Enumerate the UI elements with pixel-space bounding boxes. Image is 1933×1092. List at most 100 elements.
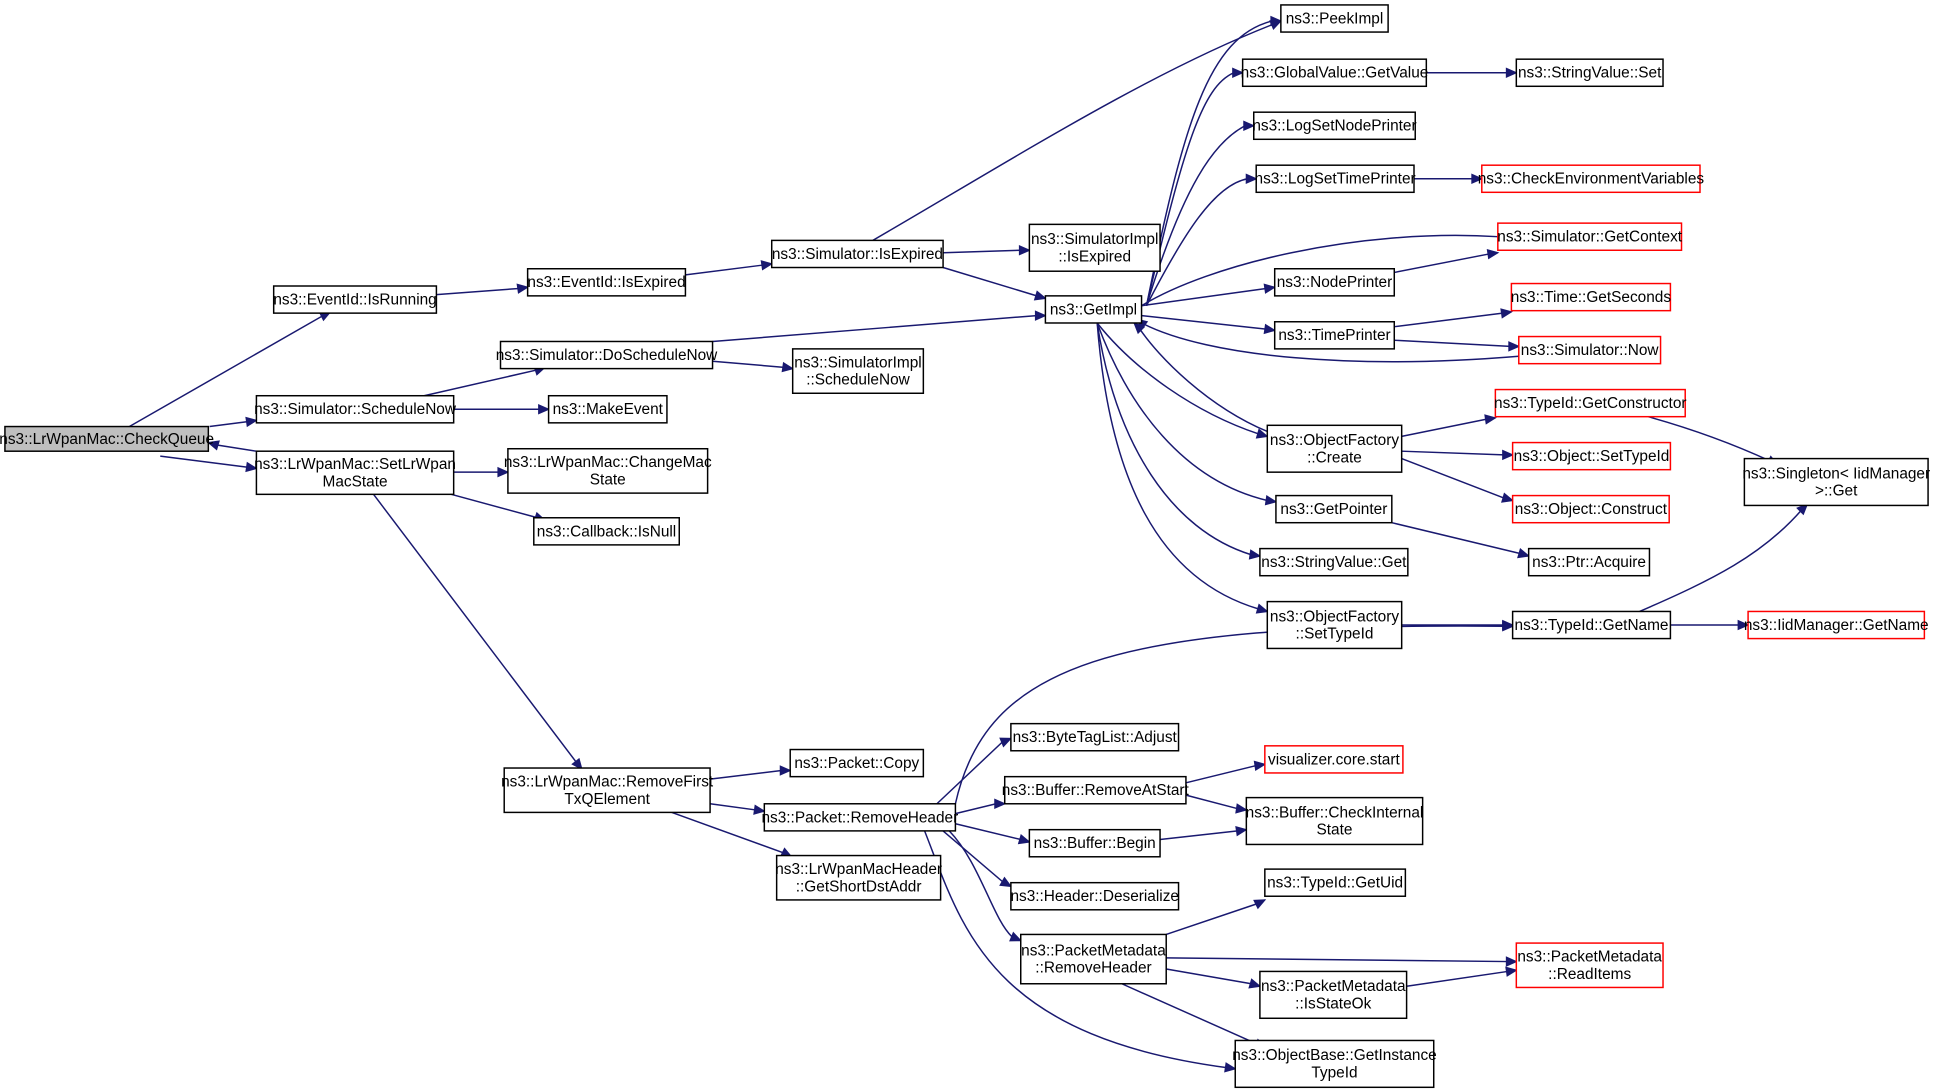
node-objectfactory-settypeid[interactable]: ns3::ObjectFactory::SetTypeId — [1266, 600, 1403, 650]
node-checkqueue[interactable]: ns3::LrWpanMac::CheckQueue — [0, 425, 214, 452]
node-label: ns3::PacketMetadata — [1517, 949, 1662, 966]
node-timeprinter[interactable]: ns3::TimePrinter — [1273, 321, 1396, 350]
node-singleton-get[interactable]: ns3::Singleton< IidManager >::Get — [1742, 457, 1930, 507]
edge-line — [1141, 286, 1275, 307]
node-bytetaglist-adjust[interactable]: ns3::ByteTagList::Adjust — [1010, 722, 1180, 752]
node-box — [255, 394, 455, 424]
node-label: ns3::Simulator::IsExpired — [772, 246, 943, 263]
node-getshortdstaddr[interactable]: ns3::LrWpanMacHeader::GetShortDstAddr — [775, 854, 942, 901]
node-box — [1255, 164, 1415, 194]
node-stringvalue-get[interactable]: ns3::StringValue::Get — [1259, 547, 1409, 577]
node-getpointer[interactable]: ns3::GetPointer — [1275, 494, 1393, 524]
node-label: ns3::EventId::IsExpired — [527, 274, 685, 291]
node-typeid-getuid[interactable]: ns3::TypeId::GetUid — [1264, 868, 1407, 897]
node-simulator-isexpired[interactable]: ns3::Simulator::IsExpired — [770, 239, 944, 269]
node-impl-schedulenow[interactable]: ns3::SimulatorImpl::ScheduleNow — [791, 348, 925, 394]
node-nodeprinter[interactable]: ns3::NodePrinter — [1273, 268, 1396, 297]
node-label: ns3::LrWpanMac::CheckQueue — [0, 431, 214, 448]
arrowhead — [1033, 290, 1047, 301]
node-label: ns3::Time::GetSeconds — [1511, 289, 1672, 306]
edge — [372, 493, 583, 771]
node-box — [272, 285, 438, 314]
node-label: ns3::GetPointer — [1280, 501, 1387, 518]
arrowhead — [1517, 548, 1531, 559]
node-box — [1003, 775, 1187, 805]
node-logsetnodeprinter[interactable]: ns3::LogSetNodePrinter — [1252, 111, 1417, 141]
arrowhead — [245, 461, 258, 473]
node-makeevent[interactable]: ns3::MakeEvent — [547, 394, 668, 424]
edge — [1401, 619, 1515, 631]
node-packet-removeheader[interactable]: ns3::Packet::RemoveHeader — [761, 803, 958, 832]
edge-line — [942, 266, 1046, 300]
edge — [955, 798, 1007, 815]
node-packetmetadata-isstateok[interactable]: ns3::PacketMetadata::IsStateOk — [1259, 970, 1408, 1020]
node-packetmetadata-readitems[interactable]: ns3::PacketMetadata::ReadItems — [1515, 942, 1664, 989]
node-label: ns3::LogSetNodePrinter — [1252, 118, 1416, 135]
node-doschedulenow[interactable]: ns3::Simulator::DoScheduleNow — [496, 340, 718, 370]
node-simulator-now[interactable]: ns3::Simulator::Now — [1518, 335, 1662, 365]
node-label: ns3::Simulator::Now — [1521, 342, 1660, 359]
node-objectfactory-create[interactable]: ns3::ObjectFactory::Create — [1266, 424, 1403, 473]
node-eventid-isexpired[interactable]: ns3::EventId::IsExpired — [526, 268, 687, 297]
node-buffer-begin[interactable]: ns3::Buffer::Begin — [1028, 828, 1161, 858]
node-stringvalue-set[interactable]: ns3::StringValue::Set — [1515, 58, 1664, 88]
edge-line — [1145, 71, 1243, 306]
edge-line — [1406, 969, 1517, 987]
node-label: ns3::EventId::IsRunning — [273, 291, 436, 308]
node-box — [1273, 268, 1396, 297]
edge-line — [1121, 983, 1266, 1049]
arrowhead — [1018, 244, 1031, 256]
node-getimpl[interactable]: ns3::GetImpl — [1044, 295, 1143, 324]
node-label: ns3::LogSetTimePrinter — [1255, 171, 1416, 188]
node-visualizer-core-start[interactable]: visualizer.core.start — [1264, 745, 1404, 774]
node-label: ns3::Simulator::ScheduleNow — [254, 401, 457, 418]
node-label: ns3::StringValue::Set — [1518, 65, 1662, 82]
arrowhead — [1133, 321, 1146, 335]
node-buffer-removeatstart[interactable]: ns3::Buffer::RemoveAtStart — [1002, 775, 1190, 805]
edge — [1394, 308, 1513, 328]
edge — [1394, 339, 1521, 352]
arrowhead — [781, 361, 795, 373]
node-packetmetadata-removeheader[interactable]: ns3::PacketMetadata::RemoveHeader — [1020, 933, 1167, 985]
node-checkenvironmentvariables[interactable]: ns3::CheckEnvironmentVariables — [1478, 164, 1705, 194]
node-header-deserialize[interactable]: ns3::Header::Deserialize — [1010, 881, 1180, 911]
node-schedulenow[interactable]: ns3::Simulator::ScheduleNow — [254, 394, 457, 424]
node-impl-isexpired[interactable]: ns3::SimulatorImpl::IsExpired — [1028, 223, 1161, 272]
node-time-getseconds[interactable]: ns3::Time::GetSeconds — [1510, 282, 1672, 312]
node-box — [1264, 868, 1407, 897]
edge — [1096, 322, 1269, 439]
edge — [1670, 619, 1750, 631]
node-globalvalue-getvalue[interactable]: ns3::GlobalValue::GetValue — [1241, 58, 1429, 88]
node-callback-isnull[interactable]: ns3::Callback::IsNull — [533, 517, 681, 546]
edge-line — [936, 737, 1012, 805]
arrowhead — [1255, 428, 1269, 439]
node-box — [1481, 164, 1701, 194]
nodes: ns3::LrWpanMac::CheckQueue ns3::EventId::… — [0, 4, 1930, 1089]
edge — [685, 260, 774, 276]
node-ptr-acquire[interactable]: ns3::Ptr::Acquire — [1527, 547, 1651, 577]
node-simulator-getcontext[interactable]: ns3::Simulator::GetContext — [1497, 222, 1683, 251]
node-object-construct[interactable]: ns3::Object::Construct — [1511, 494, 1670, 524]
node-packet-copy[interactable]: ns3::Packet::Copy — [789, 748, 925, 778]
node-typeid-getname[interactable]: ns3::TypeId::GetName — [1511, 610, 1672, 640]
node-typeid-getconstructor[interactable]: ns3::TypeId::GetConstructor — [1494, 388, 1687, 418]
node-label: ns3::SimulatorImpl — [794, 354, 921, 371]
node-label: ::IsExpired — [1058, 248, 1131, 265]
edge-line — [1165, 899, 1266, 936]
node-box — [1273, 321, 1396, 350]
node-label: ns3::Singleton< IidManager — [1742, 465, 1930, 482]
node-label: ns3::Simulator::GetContext — [1497, 229, 1682, 246]
node-isrunning[interactable]: ns3::EventId::IsRunning — [272, 285, 438, 314]
edge — [709, 803, 766, 815]
node-label: ns3::LrWpanMac::SetLrWpan — [254, 456, 456, 473]
node-iidmanager-getname[interactable]: ns3::IidManager::GetName — [1744, 610, 1929, 640]
node-object-settypeid[interactable]: ns3::Object::SetTypeId — [1511, 441, 1672, 471]
node-label: >::Get — [1815, 483, 1858, 500]
node-logsettimeprinter[interactable]: ns3::LogSetTimePrinter — [1255, 164, 1416, 194]
node-peekimpl[interactable]: ns3::PeekImpl — [1280, 4, 1389, 33]
